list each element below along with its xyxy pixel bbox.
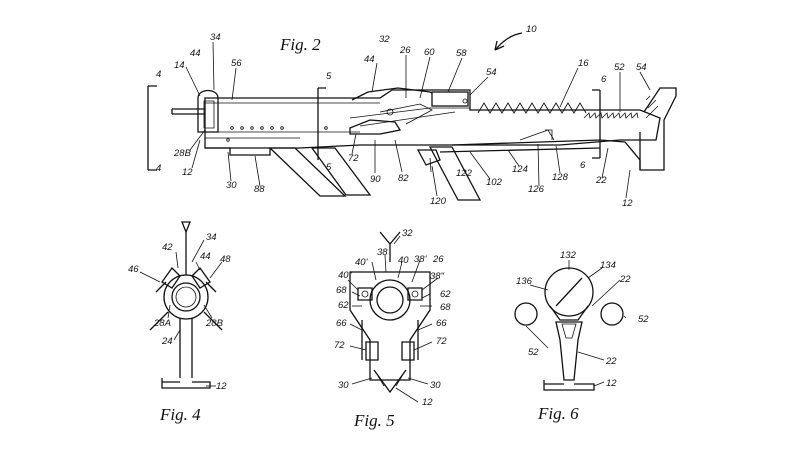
label: 44 <box>190 48 201 59</box>
label: 30 <box>226 180 237 191</box>
label: 88 <box>254 184 265 195</box>
label: 6 <box>601 74 607 85</box>
label: 28B <box>173 148 192 159</box>
figure-2 <box>147 32 677 201</box>
label: 62 <box>440 289 451 300</box>
label: 38" <box>430 271 445 282</box>
fig4-title: Fig. 4 <box>159 405 201 424</box>
label: 26 <box>399 45 411 56</box>
label: 72 <box>436 336 447 347</box>
label: 66 <box>436 318 447 329</box>
label: 52 <box>638 314 649 325</box>
label: 12 <box>422 397 433 408</box>
label: 62 <box>338 300 349 311</box>
label: 68 <box>336 285 347 296</box>
label: 38 <box>377 247 388 258</box>
label: 56 <box>231 58 242 69</box>
fig6-title: Fig. 6 <box>537 404 579 423</box>
label: 134 <box>600 260 616 271</box>
label: 12 <box>182 167 193 178</box>
label: 126 <box>528 184 545 195</box>
label: 5 <box>326 71 332 82</box>
label: 28A <box>153 318 171 329</box>
label: 28B <box>205 318 224 329</box>
label: 44 <box>364 54 375 65</box>
figure-6 <box>514 260 627 391</box>
label: 102 <box>486 177 503 188</box>
label: 44 <box>200 251 211 262</box>
label: 14 <box>174 60 185 71</box>
label: 40" <box>338 270 353 281</box>
label: 66 <box>336 318 347 329</box>
label: 120 <box>430 196 447 207</box>
label: 90 <box>370 174 381 185</box>
label: 58 <box>456 48 467 59</box>
fig5-title: Fig. 5 <box>353 411 395 430</box>
label: 22 <box>619 274 631 285</box>
label: 82 <box>398 173 409 184</box>
label: 32 <box>402 228 413 239</box>
label: 42 <box>162 242 173 253</box>
label: 22 <box>605 356 617 367</box>
label: 136 <box>516 276 533 287</box>
label: 122 <box>456 168 473 179</box>
label: 34 <box>210 32 221 43</box>
label: 46 <box>128 264 139 275</box>
figure-5 <box>347 231 439 403</box>
label: 26 <box>432 254 444 265</box>
label: 52 <box>528 347 539 358</box>
label: 4 <box>156 163 161 174</box>
label: 22 <box>595 175 607 186</box>
label: 34 <box>206 232 217 243</box>
label: 132 <box>560 250 577 261</box>
label: 72 <box>348 153 359 164</box>
label: 16 <box>578 58 589 69</box>
label: 52 <box>614 62 625 73</box>
label: 38' <box>414 254 428 265</box>
label: 10 <box>526 24 537 35</box>
label: 12 <box>622 198 633 209</box>
label: 68 <box>440 302 451 313</box>
label: 40' <box>355 257 369 268</box>
label: 24 <box>161 336 173 347</box>
label: 128 <box>552 172 569 183</box>
label: 32 <box>379 34 390 45</box>
label: 12 <box>606 378 617 389</box>
label: 5 <box>326 162 332 173</box>
label: 48 <box>220 254 231 265</box>
label: 72 <box>334 340 345 351</box>
label: 4 <box>156 69 161 80</box>
label: 30 <box>338 380 349 391</box>
label: 60 <box>424 47 435 58</box>
label: 124 <box>512 164 528 175</box>
label: 6 <box>580 160 586 171</box>
label: 40 <box>398 255 409 266</box>
label: 54 <box>636 62 647 73</box>
fig2-title: Fig. 2 <box>279 35 321 54</box>
label: 30 <box>430 380 441 391</box>
label: 12 <box>216 381 227 392</box>
label: 54 <box>486 67 497 78</box>
figure-4 <box>139 221 223 389</box>
